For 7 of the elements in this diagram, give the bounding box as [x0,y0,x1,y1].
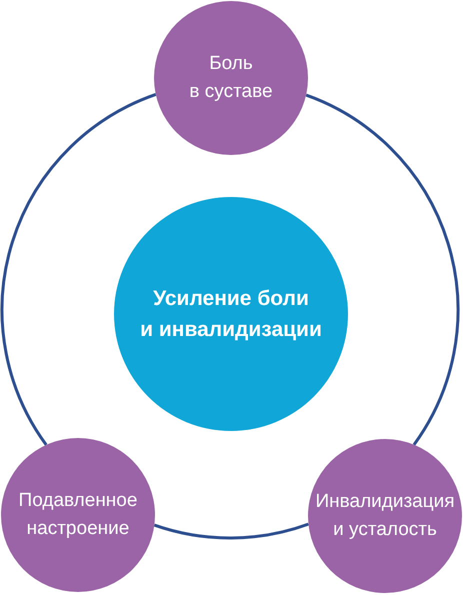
node-label: Инвалидизация и усталость [315,490,455,542]
node-label: Усиление боли и инвалидизации [140,286,322,343]
ring-arc [306,94,460,446]
node-label: Подавленное настроение [18,488,138,541]
node-label: Боль в суставе [189,52,273,104]
ring-arc [0,93,156,446]
ring-arc [154,522,309,540]
